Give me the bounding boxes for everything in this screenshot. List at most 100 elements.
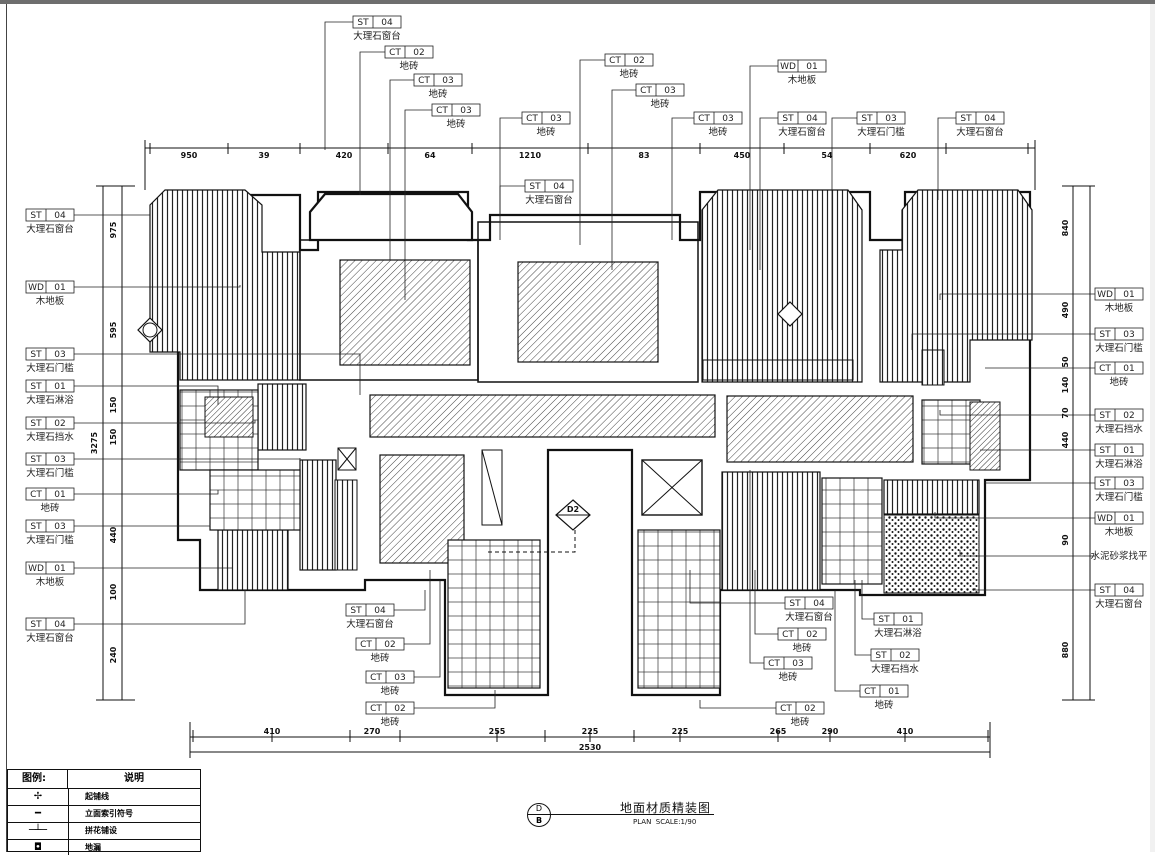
- tag-number: 01: [806, 62, 817, 72]
- dimension-value: 240: [109, 646, 118, 663]
- tag-caption: 大理石淋浴: [26, 394, 74, 406]
- section-marker-top: D: [535, 804, 543, 813]
- tag-box: [25, 280, 75, 294]
- tag-caption: 大理石门槛: [26, 534, 74, 546]
- tag-number: 01: [888, 687, 899, 697]
- tag-box: [604, 53, 654, 67]
- tag-caption: 大理石淋浴: [1095, 458, 1143, 470]
- tag-leader-line: [74, 490, 219, 495]
- tag-number: 02: [413, 48, 424, 58]
- tag-caption: 大理石窗台: [26, 223, 74, 235]
- tag-box: [763, 656, 813, 670]
- tag-caption: 大理石窗台: [353, 30, 401, 42]
- tag-code: ST: [350, 606, 362, 616]
- tag-box: [1094, 443, 1144, 457]
- legend-header-symbol: 图例:: [8, 770, 68, 788]
- legend-table: 图例: 说明 ✢ 起铺线 ━ 立面索引符号 ─┴─ 拼花铺设 ◘ 地漏: [7, 769, 201, 855]
- tag-code: ST: [960, 114, 972, 124]
- tag-leader-line: [414, 580, 441, 678]
- dimension-value: 39: [258, 151, 270, 160]
- tag-leader-line: [939, 293, 1095, 300]
- living-floor-tile: [517, 261, 659, 363]
- dimension-value: 1210: [519, 151, 542, 160]
- tag-leader-line: [74, 525, 211, 527]
- tag-leader-line: [74, 420, 256, 424]
- bedroom-sw-floor: [217, 529, 289, 591]
- tag-number: 01: [902, 615, 913, 625]
- tag-leader-line: [74, 385, 219, 405]
- left-dimension-line: [96, 185, 135, 701]
- tag-box: [784, 596, 834, 610]
- bay-window-north-left: [308, 192, 474, 242]
- tag-code: ST: [1099, 586, 1111, 596]
- tag-code: ST: [875, 651, 887, 661]
- tag-code: ST: [357, 18, 369, 28]
- tag-caption: 大理石门槛: [1095, 342, 1143, 354]
- tag-code: ST: [529, 182, 541, 192]
- dimension-value: 50: [1061, 356, 1070, 368]
- tag-caption: 地砖: [790, 716, 810, 728]
- tag-code: CT: [30, 490, 42, 500]
- dimension-value: 490: [1061, 301, 1070, 318]
- tag-box: [365, 670, 415, 684]
- corridor-east-floor: [726, 395, 914, 463]
- tag-code: ST: [30, 455, 42, 465]
- dimension-value: 90: [1061, 534, 1070, 546]
- dimension-value: 70: [1061, 407, 1070, 419]
- dimension-value: 950: [181, 151, 198, 160]
- dimension-value: 620: [900, 151, 917, 160]
- tag-leader-line: [939, 410, 1095, 416]
- legend-row-3: 拼花铺设: [85, 826, 117, 835]
- tag-number: 03: [792, 659, 803, 669]
- tag-code: CT: [780, 704, 792, 714]
- tag-code: ST: [1099, 479, 1111, 489]
- tag-code: CT: [640, 86, 652, 96]
- dimension-value: 140: [1061, 376, 1070, 393]
- tag-caption: 地砖: [399, 60, 419, 72]
- tag-caption: 木地板: [1105, 526, 1134, 538]
- tag-caption: 大理石窗台: [525, 194, 573, 206]
- tag-caption: 大理石挡水: [871, 663, 919, 675]
- tag-box: [870, 648, 920, 662]
- tag-leader-line: [611, 89, 636, 270]
- tag-caption: 地砖: [1109, 376, 1129, 388]
- tag-number: 04: [374, 606, 386, 616]
- section-marker-bottom: B: [535, 816, 543, 825]
- tag-caption: 地砖: [619, 68, 639, 80]
- tag-leader-line: [834, 590, 908, 692]
- tag-leader-line: [74, 590, 246, 625]
- tag-box: [25, 379, 75, 393]
- tag-box: [856, 111, 906, 125]
- bedroom-nw-floor: [257, 383, 307, 451]
- scrollbar-strip[interactable]: [1150, 4, 1155, 852]
- tag-number: 04: [553, 182, 565, 192]
- tag-number: 04: [381, 18, 393, 28]
- tag-leader-line: [389, 79, 414, 260]
- tag-box: [25, 519, 75, 533]
- tag-leader-line: [759, 117, 778, 270]
- legend-row-4: 地漏: [85, 843, 101, 852]
- tag-box: [25, 347, 75, 361]
- tag-number: 01: [54, 382, 65, 392]
- tag-leader-line: [404, 570, 431, 645]
- tag-caption: 木地板: [1105, 302, 1134, 314]
- tag-caption: 木地板: [36, 576, 65, 588]
- legend-row-1: 起铺线: [85, 792, 109, 801]
- tag-code: ST: [861, 114, 873, 124]
- dimension-value: 595: [109, 321, 118, 338]
- top-dimension-line: [144, 140, 1036, 190]
